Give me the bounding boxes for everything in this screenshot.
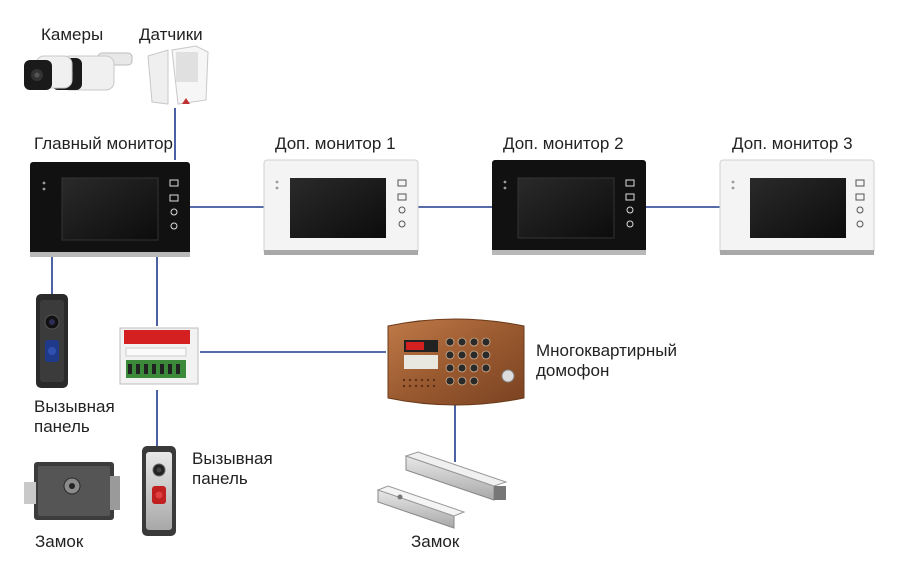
main-monitor-image — [30, 162, 190, 257]
cameras-label: Камеры — [41, 25, 104, 44]
cameras-image — [24, 52, 133, 91]
module-image — [119, 327, 199, 385]
sensors-label: Датчики — [139, 25, 203, 44]
extra-monitor-3-label: Доп. монитор 3 — [732, 134, 853, 153]
apartment-intercom-image — [387, 318, 525, 406]
call-panel-2-label: Вызывная панель — [192, 449, 273, 488]
lock-1-label: Замок — [35, 532, 84, 551]
lock-2-image — [376, 451, 508, 529]
extra-monitor-2-image — [492, 160, 646, 255]
extra-monitor-2-label: Доп. монитор 2 — [503, 134, 624, 153]
apartment-intercom-label: Многоквартирный домофон — [536, 341, 677, 380]
connector-lines — [51, 108, 720, 462]
call-panel-1-label: Вызывная панель — [34, 397, 115, 436]
extra-monitor-3-image — [719, 159, 875, 255]
main-monitor-label: Главный монитор — [34, 134, 174, 153]
lock-2-label: Замок — [411, 532, 460, 551]
call-panel-2-image — [142, 446, 176, 536]
call-panel-1-image — [36, 294, 68, 388]
lock-1-image — [24, 462, 120, 520]
sensors-image — [147, 45, 209, 105]
extra-monitor-1-label: Доп. монитор 1 — [275, 134, 396, 153]
extra-monitor-1-image — [263, 159, 419, 255]
